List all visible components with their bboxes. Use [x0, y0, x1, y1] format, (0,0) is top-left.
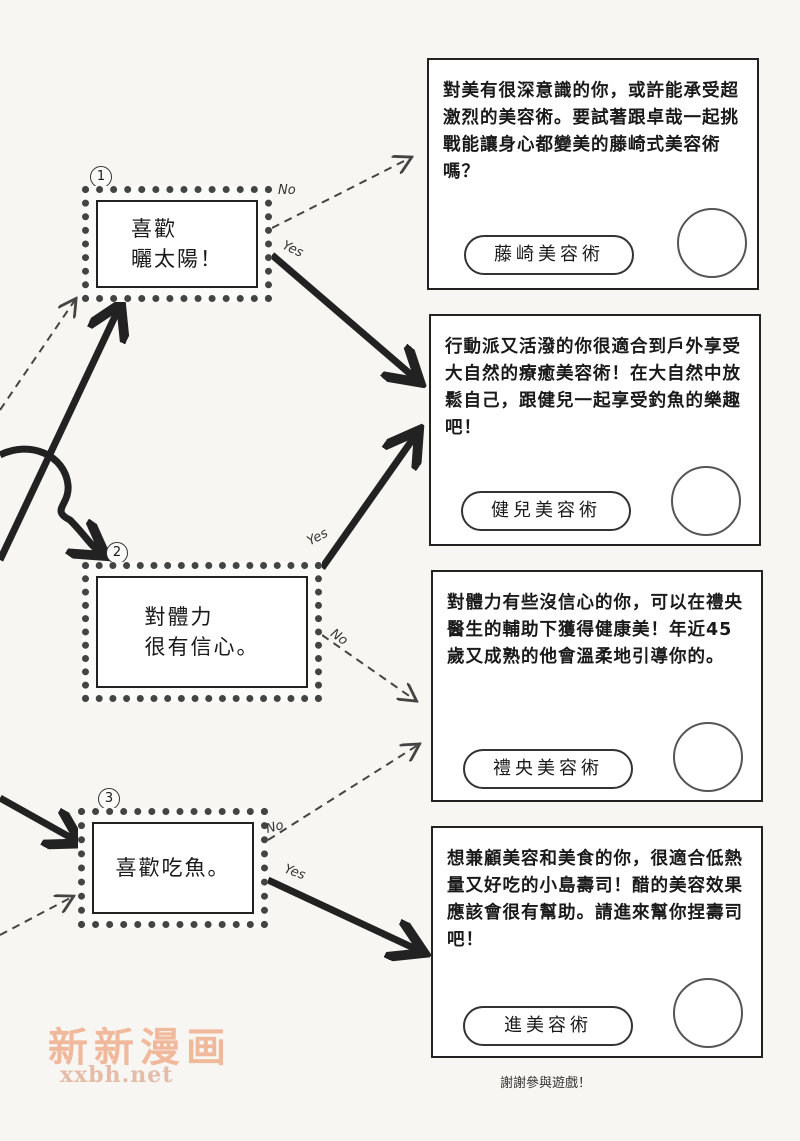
character-icon [677, 208, 747, 278]
bold-arrow-into-q3 [0, 794, 75, 840]
question-number: 2 [106, 542, 128, 564]
character-icon [673, 722, 743, 792]
footer-note: 謝謝參與遊戲！ [500, 1076, 592, 1091]
question-box-3: 喜歡吃魚。 [78, 808, 268, 928]
character-icon [671, 466, 741, 536]
question-text: 對體力 很有信心。 [144, 605, 260, 659]
q2-yes-arrow [319, 436, 415, 571]
q1-no-arrow [271, 158, 410, 229]
watermark-url: xxbh.net [60, 1062, 174, 1088]
result-label: 進美容術 [463, 1006, 633, 1046]
result-box-susumu: 想兼顧美容和美食的你，很適合低熱量又好吃的小島壽司！醋的美容效果應該會很有幫助。… [431, 826, 763, 1058]
question-number: 1 [90, 166, 112, 188]
result-box-fujisaki: 對美有很深意識的你，或許能承受超激烈的美容術。要試著跟卓哉一起挑戰能讓身心都變美… [427, 58, 759, 290]
result-text: 對體力有些沒信心的你，可以在禮央醫生的輔助下獲得健康美！年近45歲又成熟的他會溫… [447, 593, 743, 667]
result-text: 對美有很深意識的你，或許能承受超激烈的美容術。要試著跟卓哉一起挑戰能讓身心都變美… [443, 81, 739, 182]
question-text: 喜歡 曬太陽！ [131, 217, 223, 271]
result-label: 禮央美容術 [463, 749, 633, 789]
q3-yes-arrow [266, 876, 418, 950]
curved-arrow-into-q2 [0, 445, 100, 552]
q1-yes-arrow [269, 252, 415, 378]
no-label: No [278, 183, 296, 198]
bold-arrow-into-q1 [0, 310, 118, 562]
question-number: 3 [98, 788, 120, 810]
dashed-arrow-into-q1 [0, 300, 75, 411]
q3-no-arrow [267, 745, 418, 841]
q2-no-arrow [321, 634, 415, 700]
result-box-kenji: 行動派又活潑的你很適合到戶外享受大自然的療癒美容術！在大自然中放鬆自己，跟健兒一… [429, 314, 761, 546]
result-box-reo: 對體力有些沒信心的你，可以在禮央醫生的輔助下獲得健康美！年近45歲又成熟的他會溫… [431, 570, 763, 802]
result-text: 行動派又活潑的你很適合到戶外享受大自然的療癒美容術！在大自然中放鬆自己，跟健兒一… [445, 337, 741, 438]
dashed-arrow-into-q3 [0, 897, 72, 936]
result-label: 健兒美容術 [461, 491, 631, 531]
watermark-chinese: 新新漫画 [48, 1025, 232, 1071]
question-text: 喜歡吃魚。 [115, 856, 231, 880]
result-label: 藤崎美容術 [464, 235, 634, 275]
result-text: 想兼顧美容和美食的你，很適合低熱量又好吃的小島壽司！醋的美容效果應該會很有幫助。… [447, 849, 743, 950]
question-box-1: 喜歡 曬太陽！ [82, 186, 272, 302]
character-icon [673, 978, 743, 1048]
question-box-2: 對體力 很有信心。 [82, 562, 322, 702]
